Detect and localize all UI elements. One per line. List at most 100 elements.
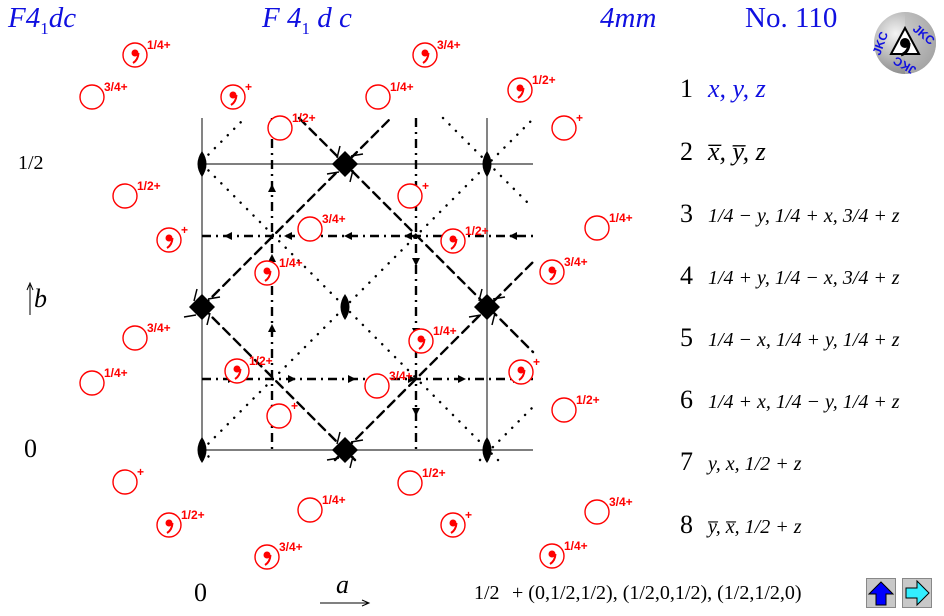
comma-tail [450,238,458,250]
general-position-icon: + [551,111,583,141]
position-circle [551,115,577,141]
four-fold-screw-axis-icon [468,288,506,326]
full-symbol-sub: 1 [301,18,310,38]
general-position-icon: 3/4+ [364,369,413,399]
position-circle [397,470,423,496]
coordinate-index: 4 [680,261,693,290]
enantiomorph-position-icon: + [156,223,188,253]
short-symbol: F41dc [8,2,76,39]
height-label: 1/2+ [532,73,556,87]
group-number: No. 110 [745,2,838,34]
enantiomorph-position-icon: 1/2+ [440,224,489,254]
height-label: 1/2+ [292,111,316,125]
point-group: 4mm [600,2,657,34]
comma-dot [165,234,173,242]
enantiomorph-position-icon: 1/2+ [507,73,556,103]
enantiomorph-position-icon: 1/4+ [254,256,303,286]
axis-a-label: a [336,570,349,599]
position-circle [122,325,148,351]
comma-dot [263,551,271,559]
enantiomorph-position-icon: + [440,508,472,538]
glide-arrow [344,232,352,240]
full-symbol-tail: d c [309,2,352,34]
up-button[interactable] [866,578,896,608]
short-symbol-sub: 1 [40,18,49,38]
comma-dot [548,550,556,558]
four-fold-screw-axis-icon [326,431,364,469]
position-circle [297,216,323,242]
next-button[interactable] [902,578,932,608]
right-arrow-icon [905,579,930,607]
enantiomorph-position-icon: 1/2+ [224,354,273,384]
position-circle [79,370,105,396]
tail [207,296,221,300]
enantiomorph-position-icon: + [220,80,252,110]
comma-tail [132,52,140,64]
glide-arrow [224,232,232,240]
enantiomorph-position-icon: 3/4+ [412,38,461,68]
coordinate-index: 3 [680,199,693,228]
two-fold-axis-icon [197,437,207,463]
general-position-icon: 1/2+ [397,466,446,496]
glide-arrow [408,375,416,383]
tail [350,439,364,443]
enantiomorph-position-icon: 1/2+ [156,508,205,538]
glide-arrow [284,232,292,240]
position-circle [364,373,390,399]
height-label: 1/4+ [564,539,588,553]
short-symbol-main: F4 [8,2,41,34]
height-label: + [137,465,144,479]
position-circle [266,403,292,429]
d-glide-line [333,260,535,462]
position-circle [551,397,577,423]
height-label: 3/4+ [147,321,171,335]
axis-a-zero: 0 [194,578,207,607]
comma-dot [516,84,524,92]
coordinate-expression: x̅, y̅, z [708,137,766,166]
comma-tail [450,522,458,534]
diamond [332,437,358,463]
position-circle [584,499,610,525]
comma-dot [517,366,525,374]
tail [206,312,211,326]
position-circle [297,497,323,523]
jkc-logo: JKC JKC JKC [872,12,938,76]
comma-dot [229,91,237,99]
height-label: 1/4+ [147,38,171,52]
comma-dot [449,235,457,243]
enantiomorph-position-icon: + [508,355,540,385]
general-position-icon: 1/2+ [551,393,600,423]
coordinate-expression: 1/4 + x, 1/4 − y, 1/4 + z [708,391,900,413]
diamond [332,151,358,177]
diamond [474,294,500,320]
height-label: 3/4+ [609,495,633,509]
up-arrow-icon [867,581,895,606]
general-position-icon: 3/4+ [297,212,346,242]
height-label: 1/4+ [433,324,457,338]
four-fold-screw-axis-icon [326,145,364,183]
comma-tail [230,94,238,106]
enantiomorph-position-icon: 1/4+ [539,539,588,569]
tail [350,153,364,157]
coordinate-row: 6 1/4 + x, 1/4 − y, 1/4 + z [680,385,900,415]
general-position-icon: 1/4+ [584,211,633,241]
tail [491,312,496,326]
glide-arrow [268,254,276,262]
axis-b-half: 1/2 [18,152,44,174]
coordinate-index: 7 [680,447,693,476]
glide-arrow [268,324,276,332]
height-label: 3/4+ [437,38,461,52]
position-circle [584,215,610,241]
position-circle [267,115,293,141]
axis-a-half: 1/2 [474,582,500,604]
glide-arrow [404,232,412,240]
height-label: + [181,223,188,237]
comma-tail [264,270,272,282]
coordinate-index: 6 [680,385,693,414]
position-circle [365,84,391,110]
height-label: + [533,355,540,369]
comma-dot [548,266,556,274]
